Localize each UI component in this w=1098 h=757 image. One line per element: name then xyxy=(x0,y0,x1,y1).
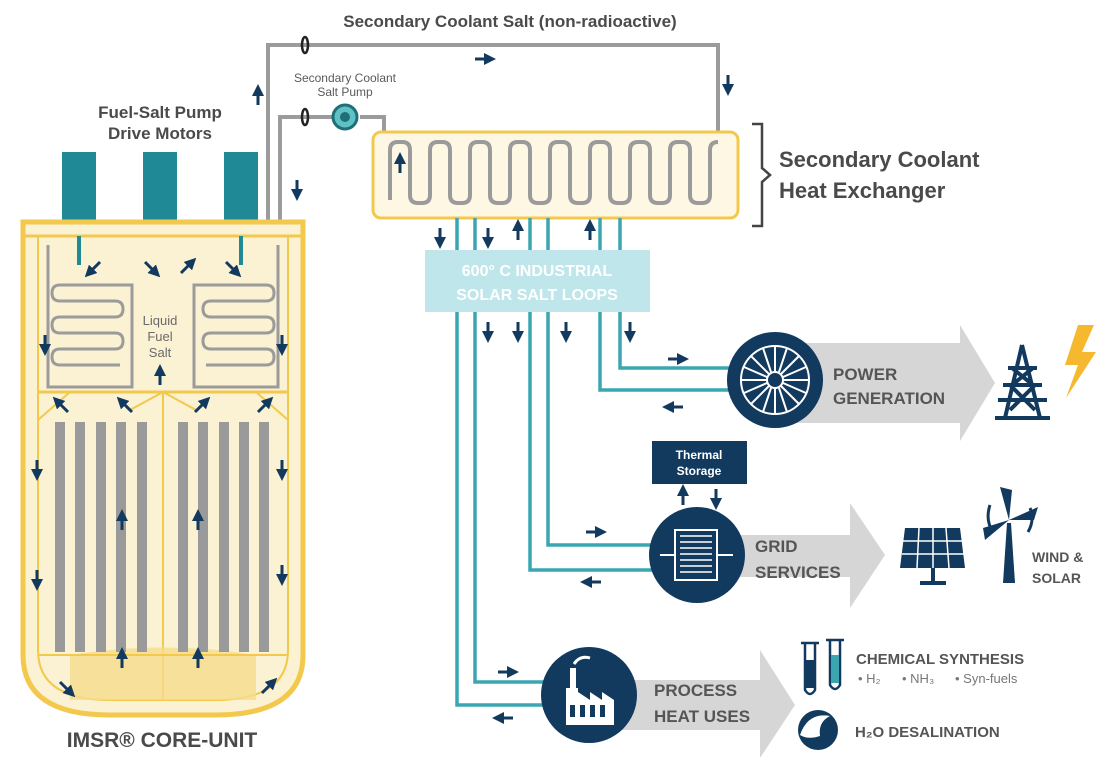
fuel-salt-pump-label-1: Fuel-Salt Pump xyxy=(98,103,222,122)
heat-storage-coil-icon xyxy=(649,507,745,603)
liquid-fuel-salt-label-1: Liquid xyxy=(143,313,178,328)
factory-icon xyxy=(541,647,637,743)
chevron-process xyxy=(580,650,795,757)
wind-solar-label-1: WIND & xyxy=(1032,549,1083,565)
core-unit-label: IMSR® CORE-UNIT xyxy=(67,729,258,752)
solar-panel-icon xyxy=(900,527,965,585)
inner-coil-right xyxy=(192,245,280,389)
transmission-tower-icon xyxy=(995,344,1050,420)
thermal-storage-label-1: Thermal xyxy=(676,448,723,462)
chem-item-h2: • H₂ xyxy=(858,671,881,686)
chem-item-nh3: • NH₃ xyxy=(902,671,934,686)
fuel-salt-pump-label-2: Drive Motors xyxy=(108,124,212,143)
coolant-valves xyxy=(300,35,310,127)
solar-salt-label-1: 600° C INDUSTRIAL xyxy=(462,263,613,280)
secondary-coolant-salt-label: Secondary Coolant Salt (non-radioactive) xyxy=(343,12,676,31)
core-rods xyxy=(55,422,269,652)
wind-solar-label-2: SOLAR xyxy=(1032,570,1081,586)
thermal-storage-arrows xyxy=(677,484,722,510)
grid-services-label-1: GRID xyxy=(755,537,798,556)
secondary-coolant-pump-icon xyxy=(331,103,359,131)
liquid-fuel-salt-label-3: Salt xyxy=(149,345,172,360)
liquid-fuel-salt-label-2: Fuel xyxy=(147,329,172,344)
heat-exchanger-bracket xyxy=(752,122,772,228)
turbine-icon xyxy=(727,332,823,428)
solar-salt-label-2: SOLAR SALT LOOPS xyxy=(456,287,618,304)
heat-exchanger-label-1: Secondary Coolant xyxy=(779,147,980,172)
water-wave-icon xyxy=(798,710,838,750)
power-generation-label-2: GENERATION xyxy=(833,389,945,408)
heat-exchanger-coil xyxy=(388,140,719,205)
pump-motor-1 xyxy=(62,152,96,222)
lightning-icon xyxy=(1065,325,1096,398)
heat-exchanger-label-2: Heat Exchanger xyxy=(779,178,946,203)
core-unit xyxy=(20,152,306,718)
desalination-label: H₂O DESALINATION xyxy=(855,724,1000,741)
inner-coil-left xyxy=(46,245,134,389)
grid-services-label-2: SERVICES xyxy=(755,563,841,582)
heat-exchanger xyxy=(371,122,772,228)
power-generation-label-1: POWER xyxy=(833,365,897,384)
thermal-storage-box xyxy=(652,441,747,484)
secondary-pump-label-1: Secondary Coolant xyxy=(294,71,397,85)
thermal-storage-label-2: Storage xyxy=(677,464,722,478)
pump-motor-2 xyxy=(143,152,177,222)
solar-salt-loops xyxy=(455,218,735,707)
process-heat-label-1: PROCESS xyxy=(654,681,737,700)
chemical-synthesis-label: CHEMICAL SYNTHESIS xyxy=(856,651,1024,668)
secondary-pump-label-2: Salt Pump xyxy=(317,85,373,99)
solar-salt-label-box xyxy=(425,250,650,312)
wind-turbine-icon xyxy=(983,487,1038,583)
process-heat-label-2: HEAT USES xyxy=(654,707,750,726)
pump-motor-3 xyxy=(224,152,258,222)
chem-item-synfuels: • Syn-fuels xyxy=(955,671,1018,686)
chevron-grid xyxy=(670,503,885,608)
test-tubes-icon xyxy=(801,638,844,696)
flow-arrows xyxy=(31,53,734,724)
